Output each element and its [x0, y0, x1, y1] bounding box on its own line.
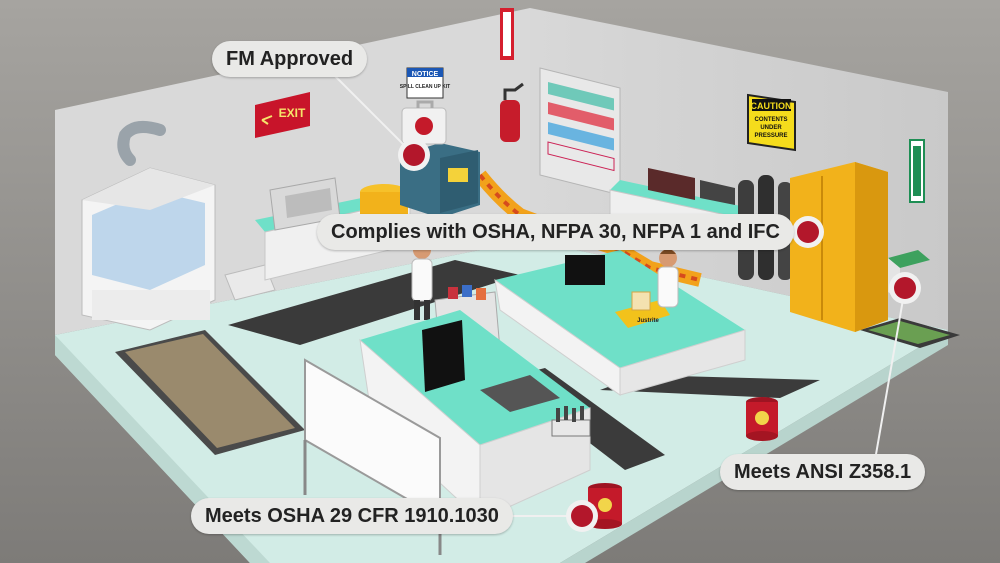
biohazard-icon — [415, 117, 433, 135]
caution-sign-line1: CONTENTS — [755, 117, 788, 123]
fire-extinguisher-nozzle — [503, 82, 524, 100]
callout-ansi[interactable]: Meets ANSI Z358.1 — [720, 454, 926, 490]
fm-connector-line — [334, 75, 415, 156]
fume-hood-base — [92, 290, 210, 320]
biohazard-waste-can-back — [746, 397, 778, 441]
back-island-top — [495, 250, 745, 368]
test-tube-rack — [551, 406, 591, 437]
front-island-monitor — [422, 320, 465, 392]
justrite-tray — [615, 300, 670, 328]
container-on-tray — [631, 291, 651, 311]
biohazard-kit-handle — [416, 100, 434, 108]
cart-bottle-3 — [476, 288, 486, 300]
back-island-monitor — [565, 255, 605, 285]
ansi-connector-line — [874, 287, 906, 461]
counter-appliance-door — [285, 188, 332, 218]
hotspot-flammable-cabinet[interactable] — [792, 216, 824, 248]
scientist-left — [411, 241, 433, 320]
exit-sign — [255, 92, 310, 138]
blue-cabinet-label — [448, 168, 468, 182]
back-island-side — [619, 329, 746, 396]
notice-sign-text: SPILL CLEAN UP KIT — [400, 84, 450, 90]
callout-osha-nfpa[interactable]: Complies with OSHA, NFPA 30, NFPA 1 and … — [317, 214, 794, 250]
hotspot-fm-approved[interactable] — [398, 139, 430, 171]
notice-sign-header — [407, 68, 443, 77]
front-island-top — [360, 310, 590, 445]
caution-sign-title: CAUTION — [751, 101, 792, 111]
front-island-sink — [480, 375, 560, 412]
exit-arrow-icon — [261, 115, 273, 125]
floor-mat-center — [228, 260, 520, 345]
yellow-cabinet-side — [855, 162, 888, 332]
counter-instrument — [648, 168, 695, 200]
justrite-tray-label: Justrite — [637, 318, 659, 324]
eyewash-sign-band — [913, 146, 921, 196]
counter-device — [700, 180, 735, 205]
callout-osha-cfr[interactable]: Meets OSHA 29 CFR 1910.1030 — [191, 498, 513, 534]
caution-sign-header — [752, 99, 791, 111]
vertical-wall-sign-panel — [503, 12, 511, 56]
cart-bottle-1 — [448, 287, 458, 299]
fume-hood-duct — [117, 120, 166, 166]
eyewash-station-top — [888, 250, 930, 268]
eyewash-mat-grate — [868, 321, 950, 344]
caution-sign-line2: UNDER — [760, 125, 782, 131]
callout-fm-approved[interactable]: FM Approved — [212, 41, 368, 77]
floor-mat-left-inner — [125, 334, 295, 448]
hotspot-eyewash[interactable] — [889, 272, 921, 304]
scientist-right — [657, 249, 679, 308]
right-wall-counter-top — [610, 180, 750, 218]
fire-extinguisher — [500, 100, 520, 142]
fume-hood-top — [82, 168, 215, 210]
cart-bottle-2 — [462, 285, 472, 297]
caution-sign-line3: PRESSURE — [754, 133, 787, 139]
notice-sign-title: NOTICE — [412, 71, 439, 78]
shelf-products — [547, 81, 615, 172]
floor-edge-right — [560, 330, 948, 563]
sink-tub — [224, 264, 276, 301]
exit-sign-text: EXIT — [279, 106, 306, 120]
hotspot-biohazard-can[interactable] — [566, 500, 598, 532]
fume-hood-glass — [92, 190, 205, 290]
